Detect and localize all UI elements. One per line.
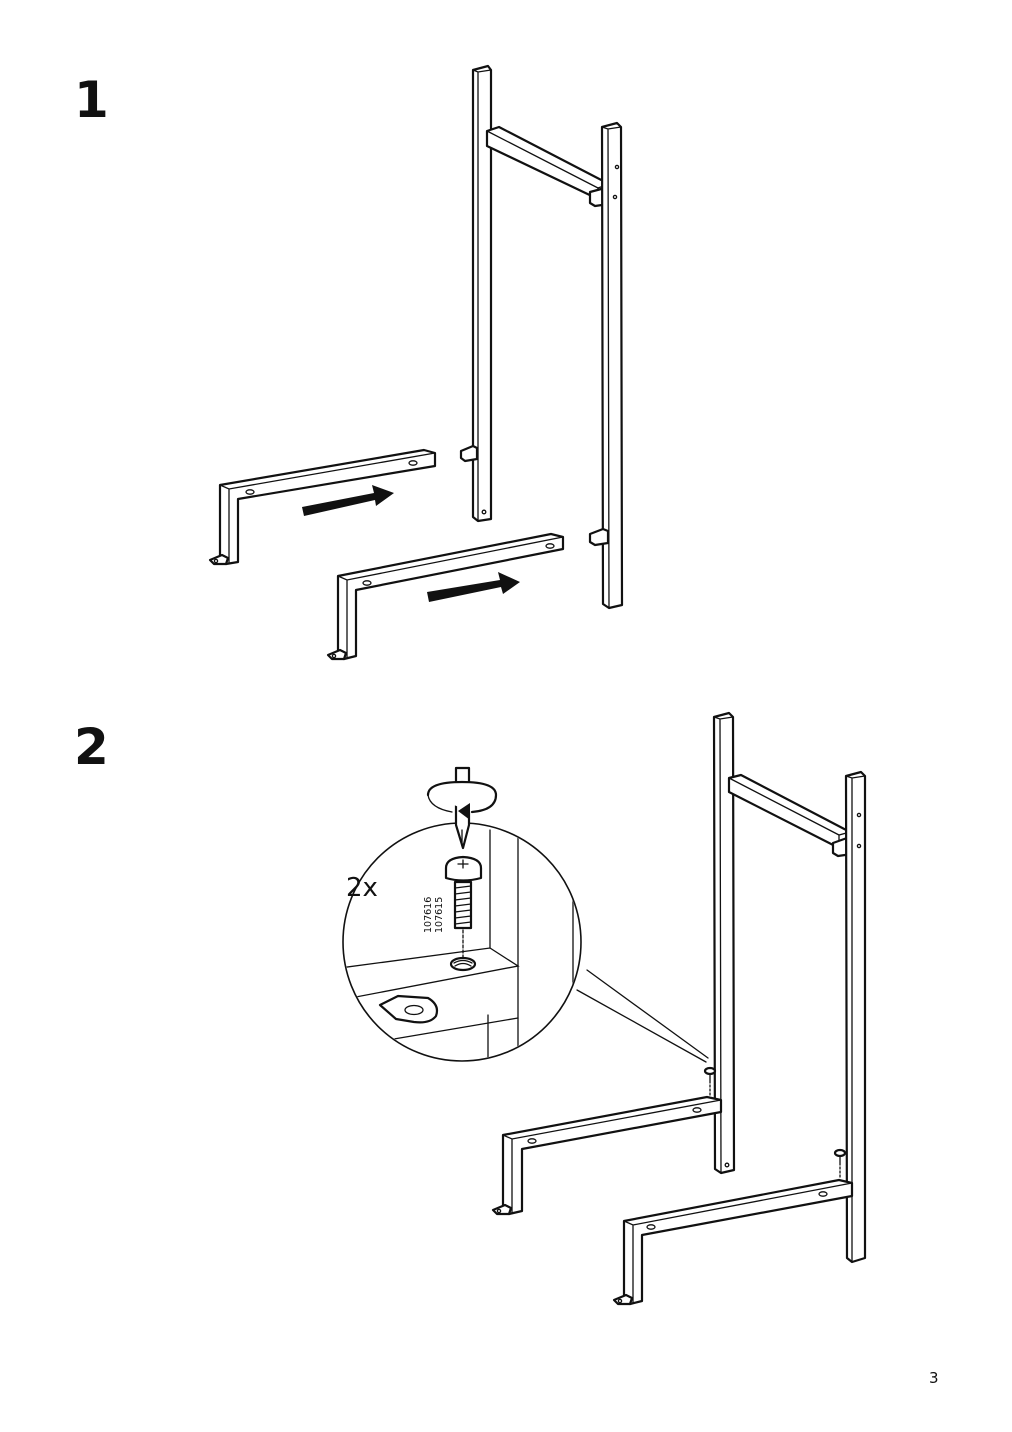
arrow-right-icon — [427, 572, 520, 602]
part-number-1: 107616 — [423, 897, 434, 933]
frame-right-post — [588, 121, 624, 610]
step2-illustration: 2x 107616 107615 — [342, 711, 867, 1306]
screw-icon — [703, 1066, 717, 1097]
step-number-1: 1 — [74, 71, 109, 129]
leg-front — [326, 532, 565, 661]
frame-left-post — [712, 711, 736, 1175]
screwdriver-rotate-icon — [426, 766, 498, 850]
frame-left-post — [459, 64, 493, 523]
page-number: 3 — [929, 1369, 939, 1387]
arrow-right-icon — [302, 485, 394, 516]
step1-illustration — [208, 64, 624, 661]
part-number-2: 107615 — [434, 897, 445, 933]
quantity-label: 2x — [346, 873, 378, 903]
step-number-2: 2 — [74, 718, 109, 776]
frame-crossbar — [727, 773, 854, 858]
frame-right-post — [844, 770, 867, 1264]
leg-front — [612, 1178, 854, 1306]
leg-back — [208, 448, 437, 566]
leg-back — [491, 1095, 723, 1216]
frame-crossbar — [485, 125, 611, 208]
screw-icon — [444, 855, 483, 959]
screw-icon — [833, 1148, 847, 1179]
